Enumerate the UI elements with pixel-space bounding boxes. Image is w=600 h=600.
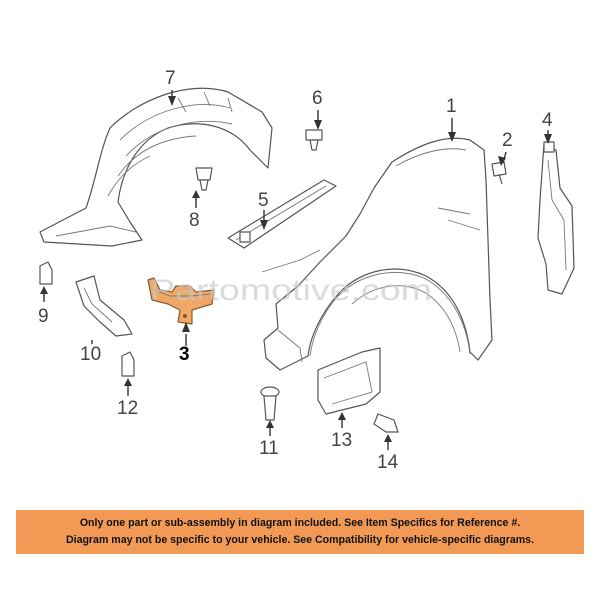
callout-3: 3 — [179, 344, 190, 365]
bolt-part-2 — [491, 161, 507, 185]
notice-banner: Only one part or sub-assembly in diagram… — [16, 510, 584, 554]
callout-9: 9 — [38, 306, 49, 327]
callout-2: 2 — [502, 130, 513, 151]
callout-7: 7 — [165, 68, 176, 89]
clip-part-8 — [195, 167, 213, 191]
watermark: Partomotive.com — [150, 274, 432, 307]
callout-4: 4 — [542, 110, 553, 131]
bracket-part-10 — [75, 275, 133, 337]
callout-8: 8 — [189, 210, 200, 231]
fender-rail-part-5 — [227, 179, 337, 249]
callout-12: 12 — [117, 398, 138, 419]
callout-10: 10 — [80, 344, 101, 365]
notice-line-1: Only one part or sub-assembly in diagram… — [79, 517, 521, 529]
screw-part-9 — [39, 261, 53, 285]
leader-lines — [40, 90, 552, 450]
splash-shield-part-13 — [317, 347, 381, 415]
clip-part-6 — [305, 129, 323, 151]
callout-13: 13 — [331, 430, 352, 451]
fender-liner-part-7 — [39, 87, 273, 247]
callout-6: 6 — [312, 88, 323, 109]
callout-5: 5 — [258, 190, 269, 211]
callout-11: 11 — [259, 438, 279, 459]
notice-line-2: Diagram may not be specific to your vehi… — [65, 534, 535, 546]
callout-1: 1 — [446, 96, 457, 117]
clip-part-11 — [260, 386, 280, 421]
clip-part-14 — [373, 413, 399, 433]
callout-14: 14 — [377, 452, 399, 473]
mounting-bracket-part-3 — [147, 277, 215, 325]
fender-panel-part-1 — [261, 137, 493, 371]
insulator-part-4 — [537, 141, 575, 295]
screw-part-12 — [121, 351, 135, 377]
